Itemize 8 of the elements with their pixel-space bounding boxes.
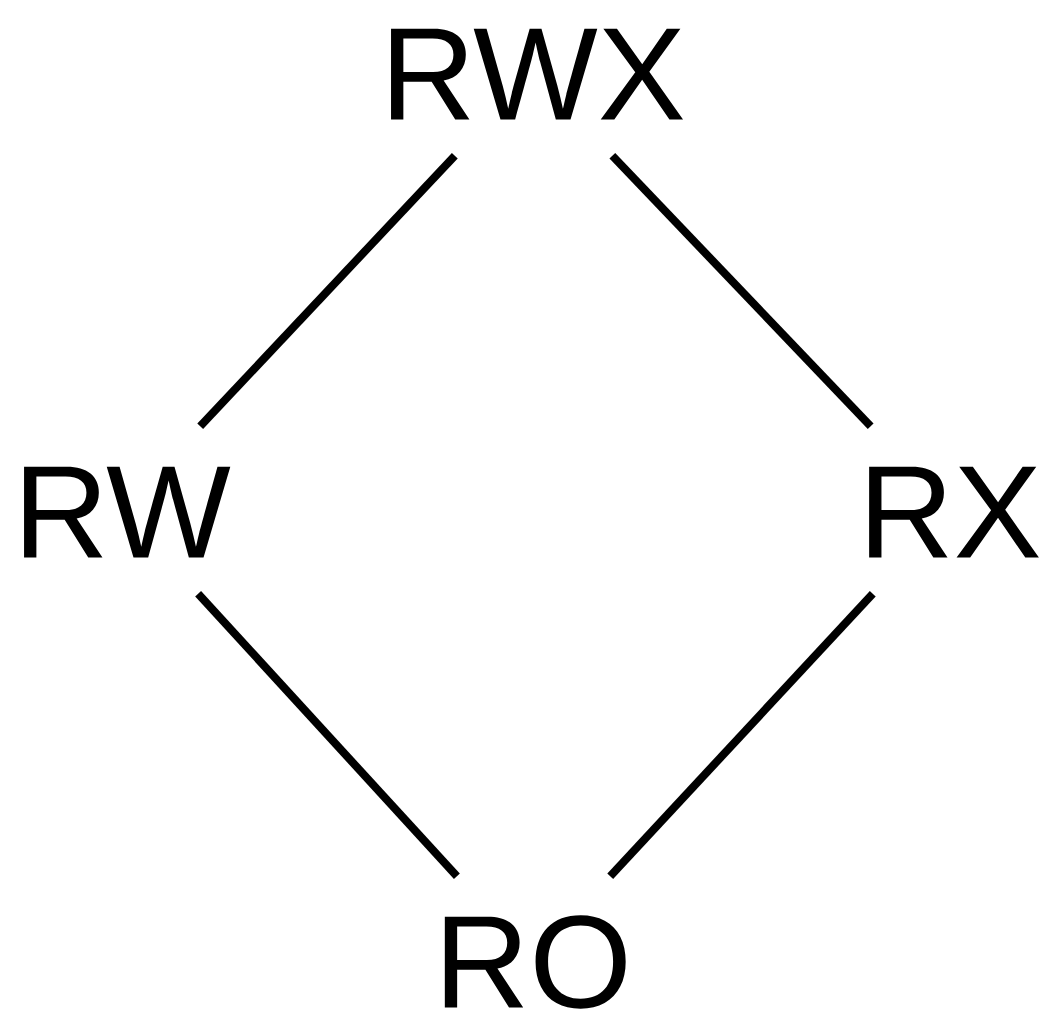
connector-line [197,152,458,430]
connector-line [195,591,460,879]
node-label: RW [24,466,231,558]
node-label: RWX [391,28,683,120]
node-label: RX [869,466,1039,558]
node-label: RO [444,915,626,1009]
connector-line [607,590,876,880]
connector-line [609,152,874,430]
